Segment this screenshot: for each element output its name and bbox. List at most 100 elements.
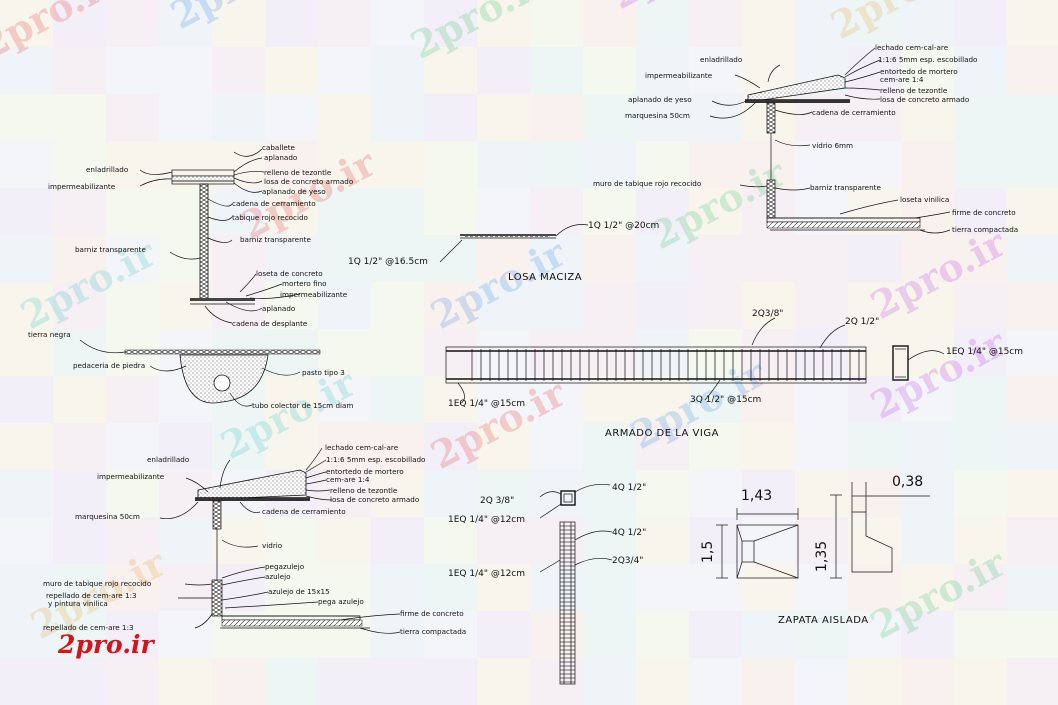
bg-tile <box>0 329 53 376</box>
label-bl-cem-are: cem-are 1:4 <box>326 475 370 484</box>
bg-tile <box>848 94 901 141</box>
bg-tile <box>265 564 318 611</box>
bg-tile <box>795 470 848 517</box>
bg-tile <box>159 658 212 705</box>
bg-tile <box>265 282 318 329</box>
label-bl-lechado: lechado cem-cal-are <box>325 443 399 452</box>
label-bl-repellado-2: repellado de cem-are 1:3 <box>43 623 134 632</box>
roof-slab <box>171 175 235 182</box>
dim-zapata-width: 1,43 <box>741 488 772 504</box>
bg-tile <box>848 0 901 47</box>
label-mortero: mortero fino <box>282 279 327 288</box>
bg-tile <box>954 564 1007 611</box>
bg-tile <box>636 423 689 470</box>
bg-tile <box>689 376 742 423</box>
bg-tile <box>0 658 53 705</box>
label-bl-impermeab: impermeabilizante <box>97 472 165 481</box>
bg-tile <box>371 282 424 329</box>
bg-tile <box>636 188 689 235</box>
bg-tile <box>583 376 636 423</box>
bg-tile <box>1007 564 1058 611</box>
label-tierra-negra: tierra negra <box>28 330 71 339</box>
bg-tile <box>318 94 371 141</box>
bg-tile <box>901 470 954 517</box>
bg-tile <box>689 141 742 188</box>
bg-tile <box>742 564 795 611</box>
bg-tile <box>636 235 689 282</box>
bg-tile <box>477 235 530 282</box>
bg-tile <box>954 517 1007 564</box>
label-tr-loseta: loseta vinilica <box>900 195 949 204</box>
bg-tile <box>0 235 53 282</box>
label-losa-bar-left: 1Q 1/2" @16.5cm <box>348 257 428 267</box>
bg-tile <box>0 47 53 94</box>
zapata-detail: 1,43 1,5 1,35 0,38 ZAPATA AISLADA <box>700 474 930 626</box>
bg-tile <box>742 611 795 658</box>
bg-tile <box>53 0 106 47</box>
bg-tile <box>954 282 1007 329</box>
bg-tile <box>106 282 159 329</box>
bg-tile <box>106 0 159 47</box>
bg-tile <box>1007 611 1058 658</box>
bg-tile <box>159 611 212 658</box>
bg-tile <box>265 611 318 658</box>
beam-stirrups <box>471 349 860 381</box>
bg-tile <box>954 658 1007 705</box>
bg-tile <box>636 611 689 658</box>
bg-tile <box>318 376 371 423</box>
bg-tile <box>53 564 106 611</box>
bg-tile <box>583 658 636 705</box>
site-logo[interactable]: 2pro.ir <box>58 630 154 659</box>
bg-tile <box>1007 141 1058 188</box>
bg-tile <box>265 47 318 94</box>
label-bl-repellado-1: repellado de cem-are 1:3 <box>46 591 137 600</box>
bg-tile <box>901 0 954 47</box>
bg-tile <box>901 282 954 329</box>
bg-tile <box>477 94 530 141</box>
label-barniz-right: barniz transparente <box>240 235 311 244</box>
bg-tile <box>583 282 636 329</box>
bg-tile <box>212 282 265 329</box>
label-tr-cem-are: cem-are 1:4 <box>880 75 924 84</box>
bg-tile <box>53 188 106 235</box>
label-impermeab-2: impermeabilizante <box>280 290 348 299</box>
bg-tile <box>530 329 583 376</box>
bg-tile <box>53 376 106 423</box>
detail-bottom-left: enladrillado impermeabilizante marquesin… <box>43 443 466 636</box>
bg-tile <box>318 141 371 188</box>
label-col-6: 2Q3/4" <box>612 556 643 566</box>
label-cadena-desplante: cadena de desplante <box>232 319 308 328</box>
bg-tile <box>636 94 689 141</box>
bg-tile <box>583 611 636 658</box>
title-losa-maciza: LOSA MACIZA <box>508 272 582 283</box>
bg-tile <box>424 282 477 329</box>
collector-pipe <box>213 374 231 392</box>
bg-tile <box>424 235 477 282</box>
bg-tile <box>424 188 477 235</box>
bg-tile <box>371 658 424 705</box>
label-tr-entortedo: entortedo de mortero <box>880 67 958 76</box>
label-impermeabilizante: impermeabilizante <box>48 182 116 191</box>
label-relleno: relleno de tezontle <box>264 168 332 177</box>
bg-tile <box>371 376 424 423</box>
bg-tile <box>636 658 689 705</box>
bg-tile <box>530 423 583 470</box>
label-bl-pegazulejo: pegazulejo <box>265 562 304 571</box>
bg-tile <box>424 141 477 188</box>
label-enladrillado: enladrillado <box>86 165 128 174</box>
bg-tile <box>318 0 371 47</box>
bg-tile <box>106 47 159 94</box>
label-viga-bottom-left: 1EQ 1/4" @15cm <box>448 399 525 409</box>
label-bl-azulejo-15: azulejo de 15x15 <box>268 587 330 596</box>
bg-tile <box>689 470 742 517</box>
bg-tile <box>1007 376 1058 423</box>
bg-tile <box>212 188 265 235</box>
bg-tile <box>1007 329 1058 376</box>
label-bl-escobillado: 1:1:6 5mm esp. escobillado <box>326 455 425 464</box>
bg-tile <box>530 235 583 282</box>
column-elevation <box>559 521 576 685</box>
bg-tile <box>848 658 901 705</box>
label-aplanado-yeso: aplanado de yeso <box>262 187 326 196</box>
bg-tile <box>954 0 1007 47</box>
bg-tile <box>795 235 848 282</box>
